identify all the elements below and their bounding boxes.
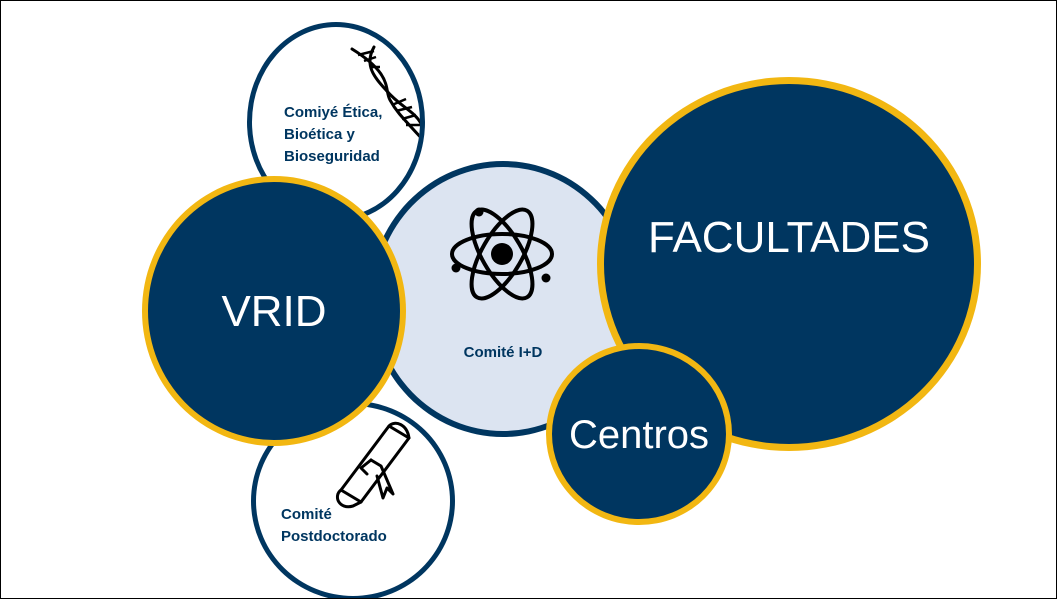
node-facultades-label: FACULTADES	[648, 213, 930, 262]
node-comite-id-label: Comité I+D	[463, 344, 543, 361]
atom-icon	[450, 207, 554, 301]
node-comite-postdoctorado-label: Comité Postdoctorado	[281, 506, 387, 545]
node-centros-label: Centros	[568, 413, 710, 457]
diploma-scroll-icon	[336, 421, 411, 509]
dna-icon	[350, 45, 420, 139]
node-vrid-label: VRID	[221, 287, 327, 336]
node-centros: Centros	[546, 343, 732, 525]
node-comite-etica-label: Comiyé Ética, Bioética y Bioseguridad	[284, 104, 383, 165]
node-vrid: VRID	[142, 176, 406, 446]
